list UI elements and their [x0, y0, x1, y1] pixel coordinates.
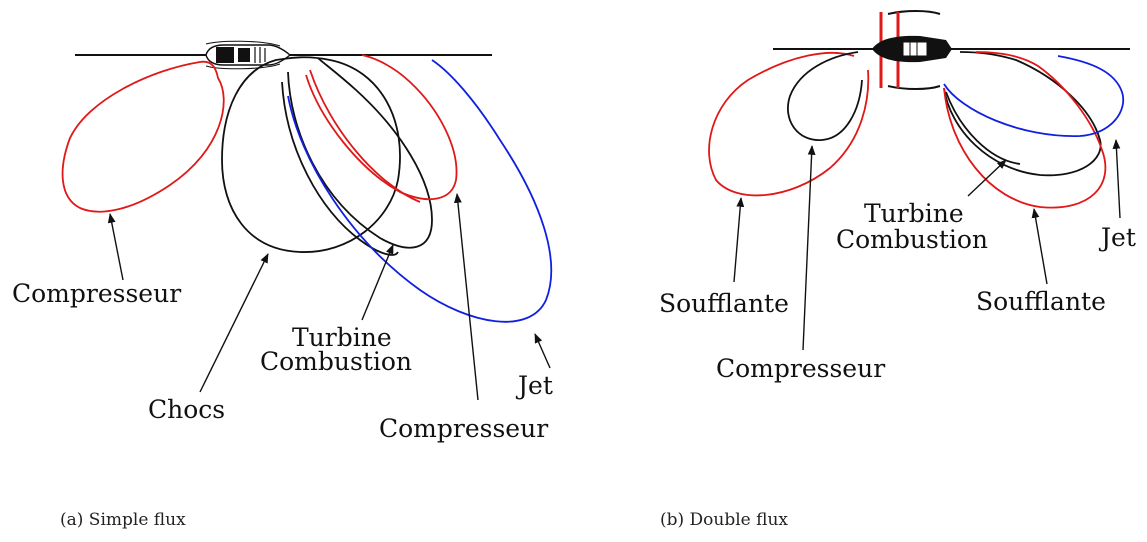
combustion-lobe: [281, 81, 399, 256]
arrow-soufflante-left: [733, 197, 745, 283]
fan-aft-lobe: [943, 51, 1107, 209]
label-combustion: Combustion: [260, 347, 412, 376]
label-jet: Jet: [1098, 223, 1136, 252]
shock-lobe: [221, 56, 401, 253]
turbofan-engine-icon: [872, 10, 952, 90]
arrow-soufflante-right: [1031, 208, 1048, 285]
arrow-jet: [534, 333, 551, 369]
compressor-forward-lobe: [61, 60, 225, 213]
panel-double-flux: Soufflante Compresseur Turbine Combustio…: [659, 10, 1136, 530]
combustion-aft-lobe: [945, 91, 1021, 165]
label-chocs: Chocs: [148, 395, 225, 424]
jet-lobe: [943, 55, 1125, 137]
label-turbine: Turbine: [292, 323, 392, 352]
arrow-turbine-combustion: [967, 159, 1007, 197]
label-turbine: Turbine: [864, 199, 964, 228]
arrow-compresseur-right: [453, 193, 479, 401]
compressor-aft-lobe-outer: [309, 69, 421, 203]
label-jet: Jet: [515, 371, 553, 400]
label-compresseur-right: Compresseur: [379, 414, 548, 443]
arrow-compresseur: [802, 145, 816, 351]
turbojet-engine-icon: [205, 40, 292, 70]
label-compresseur: Compresseur: [716, 354, 885, 383]
arrow-chocs: [199, 253, 269, 393]
arrow-jet: [1112, 139, 1121, 219]
turbine-lobe: [287, 57, 433, 249]
arrow-compresseur-left: [107, 213, 124, 281]
panel-simple-flux: Compresseur Chocs Turbine Combustion Jet…: [12, 40, 553, 530]
arrow-turbine-combustion: [361, 244, 394, 321]
label-soufflante-right: Soufflante: [976, 287, 1106, 316]
label-soufflante-left: Soufflante: [659, 289, 789, 318]
jet-lobe: [287, 59, 553, 323]
fan-forward-lobe: [708, 51, 870, 197]
label-combustion: Combustion: [836, 225, 988, 254]
caption-double-flux: (b) Double flux: [660, 510, 788, 530]
compressor-aft-lobe-inner: [305, 54, 458, 201]
caption-simple-flux: (a) Simple flux: [60, 510, 186, 530]
compressor-forward-lobe: [787, 51, 863, 141]
label-compresseur-left: Compresseur: [12, 279, 181, 308]
